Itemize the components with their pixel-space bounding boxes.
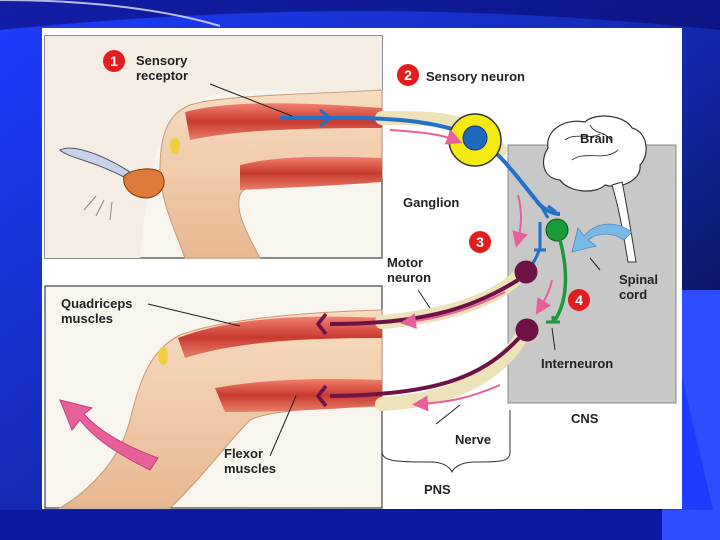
signal-direction-arrows bbox=[389, 129, 553, 412]
brain-icon bbox=[542, 115, 647, 263]
spinal-cord-pointer-arrow bbox=[571, 223, 633, 253]
motor-neurons bbox=[315, 260, 539, 408]
step-2-badge: 2 bbox=[397, 64, 419, 86]
label-pns: PNS bbox=[424, 482, 451, 497]
quadriceps-lower bbox=[178, 316, 382, 358]
slide-swoosh bbox=[0, 0, 221, 27]
spinal-cord bbox=[611, 181, 637, 263]
step-4-badge: 4 bbox=[568, 289, 590, 311]
label-sensory-neuron: Sensory neuron bbox=[426, 69, 525, 84]
reflex-hammer bbox=[59, 147, 165, 221]
patella-tendon-lower bbox=[158, 347, 168, 365]
label-interneuron: Interneuron bbox=[541, 356, 614, 371]
leader-lines bbox=[147, 83, 601, 457]
label-motor-neuron: Motor neuron bbox=[387, 255, 432, 285]
step-3-badge: 3 bbox=[469, 231, 491, 253]
label-brain: Brain bbox=[580, 131, 614, 146]
pns-bracket bbox=[381, 410, 511, 474]
label-nerve: Nerve bbox=[455, 432, 492, 447]
label-flexor-muscles: Flexor muscles bbox=[224, 446, 277, 476]
flexor-lower bbox=[215, 378, 382, 412]
ganglion bbox=[448, 113, 502, 167]
quadriceps-upper bbox=[185, 103, 382, 140]
patella-tendon-upper bbox=[170, 138, 180, 154]
label-spinal-cord: Spinal cord bbox=[619, 272, 659, 302]
slide-top-band bbox=[0, 0, 720, 30]
label-cns: CNS bbox=[571, 411, 599, 426]
flexor-upper bbox=[240, 156, 382, 190]
interneuron-path bbox=[545, 218, 569, 324]
upper-leg-panel bbox=[44, 35, 383, 259]
label-ganglion: Ganglion bbox=[403, 195, 460, 210]
label-sensory-receptor: Sensory receptor bbox=[136, 53, 189, 83]
label-quadriceps-muscles: Quadriceps muscles bbox=[61, 296, 133, 326]
step-1-badge: 1 bbox=[103, 50, 125, 72]
slide-bottom-band bbox=[0, 510, 720, 540]
kick-arrow bbox=[59, 399, 159, 471]
